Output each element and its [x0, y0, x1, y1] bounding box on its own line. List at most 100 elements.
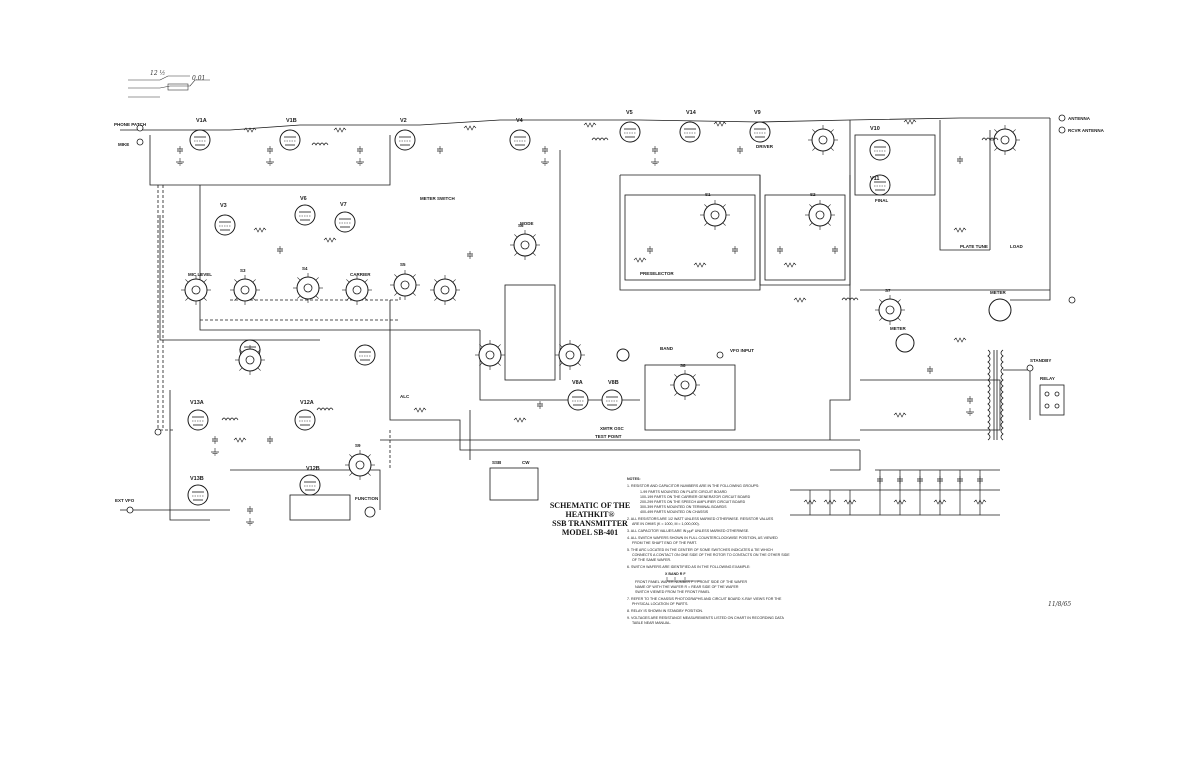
relay-box [489, 384, 1065, 501]
label-ext-vfo: EXT VFO [115, 498, 135, 503]
notes-line-10: FROM THE SHAFT END OF THE PART. [632, 541, 697, 545]
tube-label-v3: V3 [220, 203, 227, 209]
notes-line-7: ARE IN OHMS (K = 1000, M = 1,000,000). [632, 522, 700, 526]
label-cw: CW [522, 460, 530, 465]
notes-line-3: 200-299 PARTS ON THE SPEECH AMPLIFIER CI… [640, 500, 746, 504]
label-rcvr-antenna: RCVR ANTENNA [1068, 128, 1105, 133]
switch-label-s1: S1 [705, 192, 711, 197]
notes-line-1: 1-99 PARTS MOUNTED ON PLATE CIRCUIT BOAR… [640, 490, 727, 494]
tube-label-v12b: V12B [306, 466, 320, 472]
tube-label-v8b: V8B [608, 380, 619, 386]
tube-label-v4: V4 [516, 118, 524, 124]
label-ssb: SSB [492, 460, 502, 465]
label-meter-switch: METER SWITCH [420, 196, 455, 201]
tubes [187, 121, 891, 506]
switch-linkages [157, 185, 401, 470]
notes-line-19: PHYSICAL LOCATION OF PARTS. [632, 602, 688, 606]
notes-line-17: SWITCH VIEWED FROM THE FRONT PANEL [635, 590, 710, 594]
notes-line-16: NAME OF WITH THE WAFER R = REAR SIDE OF … [635, 585, 739, 589]
tube-label-v13a: V13A [190, 400, 204, 406]
notes-line-0: 1. RESISTOR AND CAPACITOR NUMBERS ARE IN… [627, 484, 759, 488]
title-line-4: MODEL SB-401 [562, 528, 618, 537]
tube-label-v14: V14 [686, 110, 697, 116]
title-block: SCHEMATIC OF THE HEATHKIT® SSB TRANSMITT… [550, 501, 630, 537]
notes-line-18: 7. REFER TO THE CHASSIS PHOTOGRAPHS AND … [627, 597, 782, 601]
title-line-3: SSB TRANSMITTER [552, 519, 628, 528]
title-line-1: SCHEMATIC OF THE [550, 501, 630, 510]
handwritten-sketch [128, 75, 210, 98]
label-band: BAND [660, 346, 674, 351]
notes-line-11: 5. THE ARC LOCATED IN THE CENTER OF SOME… [627, 548, 773, 552]
label-xmtr-osc: XMTR OSC [600, 426, 625, 431]
label-preselector: PRESELECTOR [640, 271, 674, 276]
label-mode: MODE [520, 221, 534, 226]
wiring [120, 117, 1051, 521]
tube-label-v5: V5 [626, 110, 633, 116]
label-relay: RELAY [1040, 376, 1055, 381]
handwritten-corner-date: 11/8/65 [1048, 601, 1071, 608]
tube-label-v12a: V12A [300, 400, 314, 406]
switch-labels: S1 S2 S3 S4 S5 S6 S7 S8 S9 [240, 192, 891, 448]
switch-label-s6: S6 [518, 223, 524, 228]
label-ald: ALC [400, 394, 410, 399]
label-mic-level: MIC LEVEL [188, 272, 212, 277]
tube-label-v8a: V8A [572, 380, 583, 386]
handwritten-notes: 12 ½ 0.01 11/8/65 [150, 70, 1071, 608]
switch-label-s9: S9 [355, 443, 361, 448]
notes-line-9: 4. ALL SWITCH WAFERS SHOWN IN FULL COUNT… [627, 536, 778, 540]
label-phone-patch: PHONE PATCH [114, 122, 146, 127]
notes-block: NOTES: 1. RESISTOR AND CAPACITOR NUMBERS… [627, 477, 790, 625]
tube-label-v9: V9 [754, 110, 761, 116]
label-final: FINAL [875, 198, 888, 203]
tube-label-v13b: V13B [190, 476, 204, 482]
switch-label-s4: S4 [302, 266, 308, 271]
tube-label-v2: V2 [400, 118, 407, 124]
title-line-2: HEATHKIT® [566, 510, 615, 519]
label-mike: MIKE [118, 142, 129, 147]
handwritten-top-a: 12 ½ [150, 70, 166, 77]
notes-line-8: 3. ALL CAPACITOR VALUES ARE IN μμF UNLES… [627, 529, 749, 533]
switch-label-s5: S5 [400, 262, 406, 267]
notes-heading: NOTES: [627, 477, 641, 481]
notes-line-5: 400-499 PARTS MOUNTED ON CHASSIS [640, 510, 709, 514]
label-antenna: ANTENNA [1068, 116, 1091, 121]
tube-labels: V1A V1B V2 V4 V5 V9 V10 V11 V3 V6 V7 V13… [190, 110, 880, 482]
power-transformer [987, 349, 1031, 441]
notes-line-4: 300-399 PARTS MOUNTED ON TERMINAL BOARDS [640, 505, 727, 509]
switch-label-s7: S7 [885, 288, 891, 293]
switch-label-s8: S8 [680, 363, 686, 368]
label-driver: DRIVER [756, 144, 774, 149]
functional-labels: PHONE PATCH MIKE ANTENNA RCVR ANTENNA ME… [114, 116, 1105, 503]
notes-example-bracket [666, 577, 700, 582]
label-test-point: TEST POINT [595, 434, 622, 439]
notes-line-20: 8. RELAY IS SHOWN IN STANDBY POSITION. [627, 609, 703, 613]
label-vfo-input: VFO INPUT [730, 348, 754, 353]
tube-label-v1a: V1A [196, 118, 207, 124]
notes-line-15: FRONT PANEL WAFER NUMBER F = FRONT SIDE … [635, 580, 747, 584]
notes-line-2: 100-199 PARTS ON THE CARRIER GENERATOR C… [640, 495, 751, 499]
tube-label-v11: V11 [870, 176, 879, 182]
handwritten-top-b: 0.01 [192, 75, 205, 82]
notes-line-12: CONNECTS A CONTACT ON ONE SIDE OF THE RO… [632, 553, 790, 557]
label-standby: STANDBY [1030, 358, 1051, 363]
tube-label-v6: V6 [300, 196, 307, 202]
switch-label-s3: S3 [240, 268, 246, 273]
label-carrier: CARRIER [350, 272, 371, 277]
label-meter-switch-s7: METER [890, 326, 907, 331]
tube-label-v7: V7 [340, 202, 347, 208]
notes-line-22: TABLE NEAR MANUAL. [632, 621, 671, 625]
tube-label-v1b: V1B [286, 118, 297, 124]
label-function: FUNCTION [355, 496, 378, 501]
notes-line-21: 9. VOLTAGES ARE RESISTANCE MEASUREMENTS … [627, 616, 784, 620]
label-meter: METER [990, 290, 1007, 295]
notes-line-13: OF THE SAME WAFER. [632, 558, 671, 562]
switch-label-s2: S2 [810, 192, 816, 197]
jacks [126, 114, 1076, 518]
label-load: LOAD [1010, 244, 1023, 249]
notes-line-14: 6. SWITCH WAFERS ARE IDENTIFIED AS IN TH… [627, 565, 750, 569]
tube-label-v10: V10 [870, 126, 880, 132]
meter-symbols [616, 298, 1012, 362]
label-plate-tune: PLATE TUNE [960, 244, 988, 249]
notes-line-6: 2. ALL RESISTORS ARE 1/2 WATT UNLESS MAR… [627, 517, 774, 521]
